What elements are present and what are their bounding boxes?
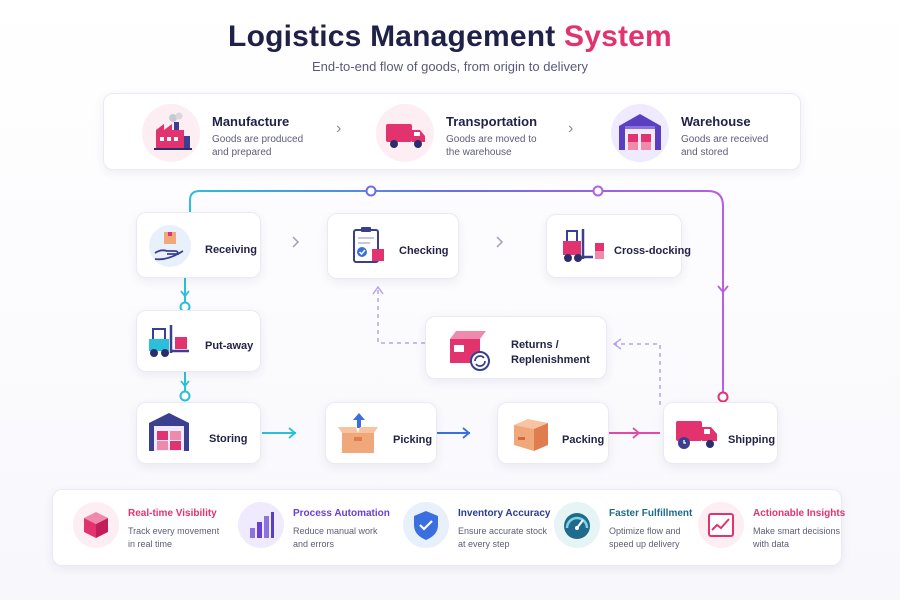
title-accent: System	[564, 20, 672, 53]
node-label: Checking	[399, 245, 449, 257]
bar-chart-icon	[238, 502, 284, 548]
node-cross-docking[interactable]: Cross-docking	[546, 214, 691, 278]
warehouse-icon	[611, 104, 669, 162]
node-label: Shipping	[728, 434, 776, 446]
node-label: Storing	[209, 433, 248, 445]
stage-title: Manufacture	[212, 114, 290, 129]
warehouse-icon	[149, 413, 189, 451]
package-icon	[514, 419, 548, 451]
factory-icon	[142, 104, 200, 162]
stage-title: Transportation	[446, 114, 538, 129]
node-label-line1: Returns /	[511, 339, 559, 351]
node-returns[interactable]: Returns / Replenishment	[425, 316, 607, 379]
node-receiving[interactable]: Receiving	[136, 212, 261, 278]
benefit-desc: Optimize flow and speed up delivery	[609, 526, 681, 549]
node-label-line2: Replenishment	[511, 354, 590, 366]
line-chart-icon	[698, 502, 744, 548]
delivery-truck-icon	[676, 421, 717, 449]
benefit-title: Real-time Visibility	[128, 508, 217, 519]
benefit-title: Process Automation	[293, 508, 390, 519]
forklift-icon	[563, 229, 604, 262]
stage-desc: Goods are produced and prepared	[212, 134, 304, 158]
node-label: Receiving	[205, 244, 257, 256]
benefit-desc: Make smart decisions with data	[753, 526, 841, 549]
node-label: Put-away	[205, 340, 254, 352]
node-storing[interactable]: Storing	[136, 402, 261, 464]
benefit-desc: Ensure accurate stock at every step	[458, 526, 548, 549]
stage-band: Manufacture Goods are produced and prepa…	[103, 93, 801, 170]
node-label: Cross-docking	[614, 245, 692, 257]
stage-desc: Goods are moved to the warehouse	[446, 134, 537, 158]
benefit-title: Actionable Insights	[753, 508, 846, 519]
benefit-title: Inventory Accuracy	[458, 508, 551, 519]
node-put-away[interactable]: Put-away	[136, 310, 261, 372]
title-main: Logistics Management	[228, 20, 556, 53]
benefits-band: Real-time Visibility Track every movemen…	[52, 489, 846, 566]
benefit-desc: Track every movement in real time	[128, 526, 220, 549]
node-picking[interactable]: Picking	[325, 402, 437, 464]
node-shipping[interactable]: Shipping	[663, 402, 778, 464]
benefit-title: Faster Fulfillment	[609, 508, 693, 519]
box-return-icon	[450, 331, 490, 371]
node-label: Packing	[562, 434, 605, 446]
forklift-icon	[149, 325, 189, 357]
box-up-icon	[338, 413, 378, 453]
chevron-right-icon: ›	[568, 120, 574, 137]
stage-desc: Goods are received and stored	[681, 134, 769, 158]
truck-icon	[376, 104, 434, 162]
gauge-icon	[554, 502, 600, 548]
page-subtitle: End-to-end flow of goods, from origin to…	[311, 59, 589, 74]
node-label: Picking	[393, 434, 433, 446]
hand-box-icon	[149, 225, 191, 267]
chevron-right-icon: ›	[336, 120, 342, 137]
node-checking[interactable]: Checking	[327, 213, 459, 279]
box-icon	[73, 502, 119, 548]
clipboard-check-icon	[353, 227, 384, 263]
page-title: Logistics Management System	[0, 20, 900, 54]
shield-check-icon	[403, 502, 449, 548]
node-packing[interactable]: Packing	[497, 402, 609, 464]
benefit-desc: Reduce manual work and errors	[293, 526, 378, 549]
stage-title: Warehouse	[681, 114, 751, 129]
